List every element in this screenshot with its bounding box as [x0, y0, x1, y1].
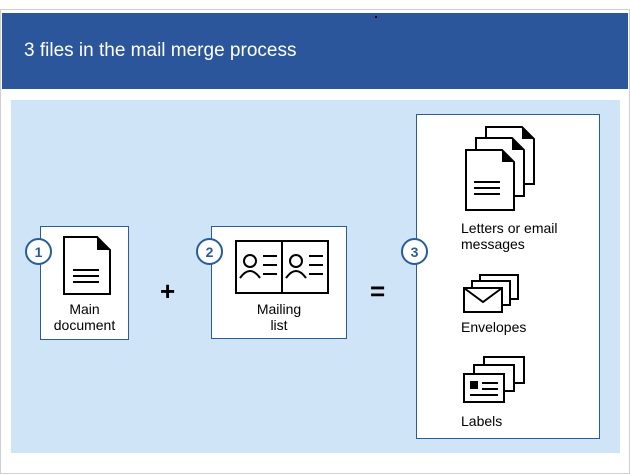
stacked-labels-icon: [463, 356, 525, 403]
step-1-badge: 1: [25, 238, 52, 265]
main-document-label: Main document: [53, 301, 116, 333]
contact-book-icon: [235, 240, 329, 294]
step-2-badge: 2: [196, 238, 223, 265]
step-3-badge: 3: [401, 238, 428, 265]
dot-mark: [375, 16, 377, 18]
header-banner: 3 files in the mail merge process: [2, 13, 628, 89]
plus-operator: +: [160, 276, 176, 306]
letters-label: Letters or email messages: [461, 220, 558, 252]
envelopes-label: Envelopes: [461, 319, 527, 335]
stacked-envelopes-icon: [463, 274, 519, 313]
stacked-letters-icon: [465, 126, 535, 211]
labels-label: Labels: [461, 413, 503, 429]
equals-operator: =: [370, 276, 386, 306]
mailing-list-label: Mailing list: [256, 301, 302, 333]
document-icon: [63, 236, 111, 295]
page-title: 3 files in the mail merge process: [24, 40, 297, 61]
